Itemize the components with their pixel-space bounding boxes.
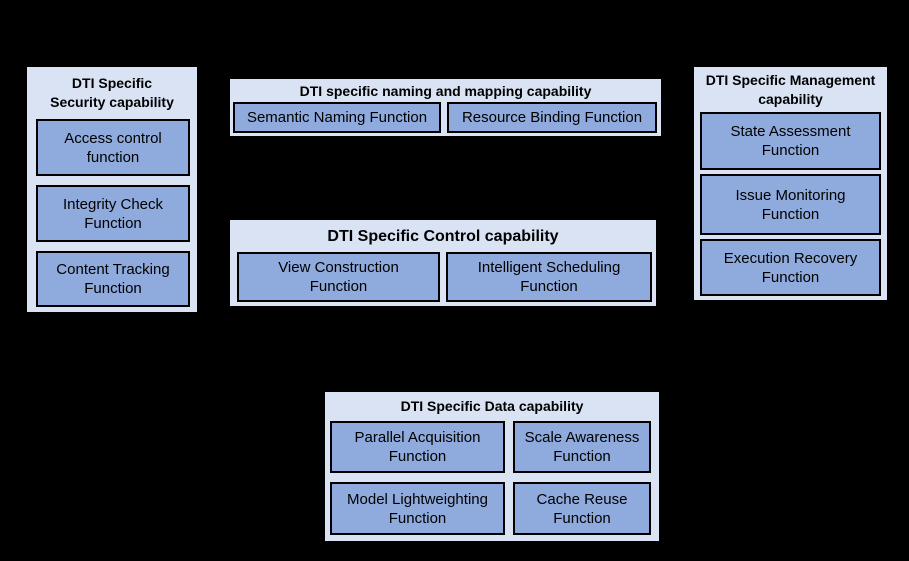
function-box-cache-reuse: Cache Reuse Function [513,482,651,535]
function-box-execution-recovery: Execution Recovery Function [700,239,881,296]
function-box-semantic-naming: Semantic Naming Function [233,102,441,133]
function-box-state-assessment: State Assessment Function [700,112,881,170]
capability-title-data: DTI Specific Data capability [400,398,584,414]
capability-title-naming-mapping: DTI specific naming and mapping capabili… [299,83,592,99]
function-box-resource-binding: Resource Binding Function [447,102,657,133]
function-box-scale-awareness: Scale Awareness Function [513,421,651,473]
function-box-view-construction: View Construction Function [237,252,440,302]
capability-title-security: DTI Specific Security capability [50,75,174,110]
capability-box-management: DTI Specific Management capability State… [692,65,889,302]
function-box-issue-monitoring: Issue Monitoring Function [700,174,881,235]
capability-box-security: DTI Specific Security capability Access … [25,65,199,314]
function-box-integrity-check: Integrity Check Function [36,185,190,242]
capability-box-data: DTI Specific Data capability Parallel Ac… [323,390,661,543]
function-box-model-lightweighting: Model Lightweighting Function [330,482,505,535]
capability-title-management: DTI Specific Management capability [705,72,876,107]
capability-box-control: DTI Specific Control capability View Con… [228,218,658,308]
function-box-intelligent-scheduling: Intelligent Scheduling Function [446,252,652,302]
function-box-content-tracking: Content Tracking Function [36,251,190,307]
capability-title-control: DTI Specific Control capability [327,228,559,245]
function-box-access-control: Access control function [36,119,190,176]
function-box-parallel-acquisition: Parallel Acquisition Function [330,421,505,473]
capability-box-naming-mapping: DTI specific naming and mapping capabili… [228,77,663,138]
